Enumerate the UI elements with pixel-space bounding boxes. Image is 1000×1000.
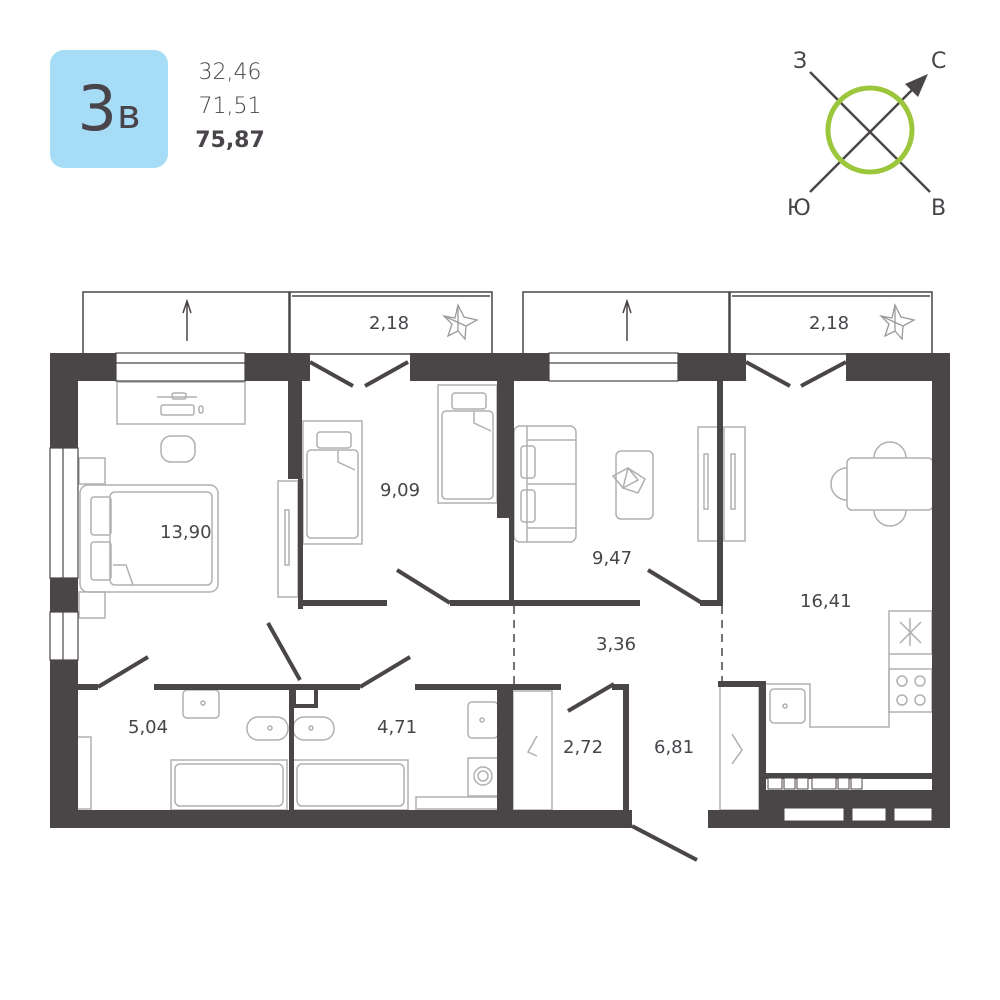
- rooms-count: 3: [77, 72, 116, 145]
- balconies: [82, 291, 933, 355]
- type-letter: в: [116, 92, 141, 138]
- room-area-bathroom-1: 5,04: [128, 717, 168, 738]
- area-summary: 32,46 71,51 75,87: [190, 56, 270, 158]
- room-area-hall: 3,36: [596, 634, 636, 655]
- windows: [49, 352, 679, 661]
- room-area-bedroom-master: 13,90: [160, 522, 212, 543]
- room-area-corridor: 6,81: [654, 737, 694, 758]
- compass-west: З: [793, 49, 807, 74]
- room-area-bathroom-2: 4,71: [377, 717, 417, 738]
- plant-icon: [442, 303, 479, 341]
- room-type-badge: 3 в: [50, 50, 168, 168]
- room-area-balcony-left: 2,18: [369, 313, 409, 334]
- compass-north: С: [931, 49, 946, 74]
- room-area-kitchen-living: 16,41: [800, 591, 852, 612]
- compass-icon: З С Ю В: [787, 49, 946, 221]
- room-area-bedroom-kids: 9,09: [380, 480, 420, 501]
- plant-icon: [879, 303, 916, 341]
- walls: [50, 353, 950, 828]
- doors: [96, 360, 847, 862]
- zone-dividers: [513, 606, 723, 684]
- room-area-closet: 2,72: [563, 737, 603, 758]
- room-area-bedroom-small: 9,47: [592, 548, 632, 569]
- compass-east: В: [931, 196, 946, 221]
- radiator: [767, 777, 933, 822]
- area-without-balcony: 71,51: [198, 94, 262, 119]
- living-area: 32,46: [198, 60, 262, 85]
- compass-south: Ю: [787, 196, 811, 221]
- total-area: 75,87: [195, 128, 265, 153]
- room-area-balcony-right: 2,18: [809, 313, 849, 334]
